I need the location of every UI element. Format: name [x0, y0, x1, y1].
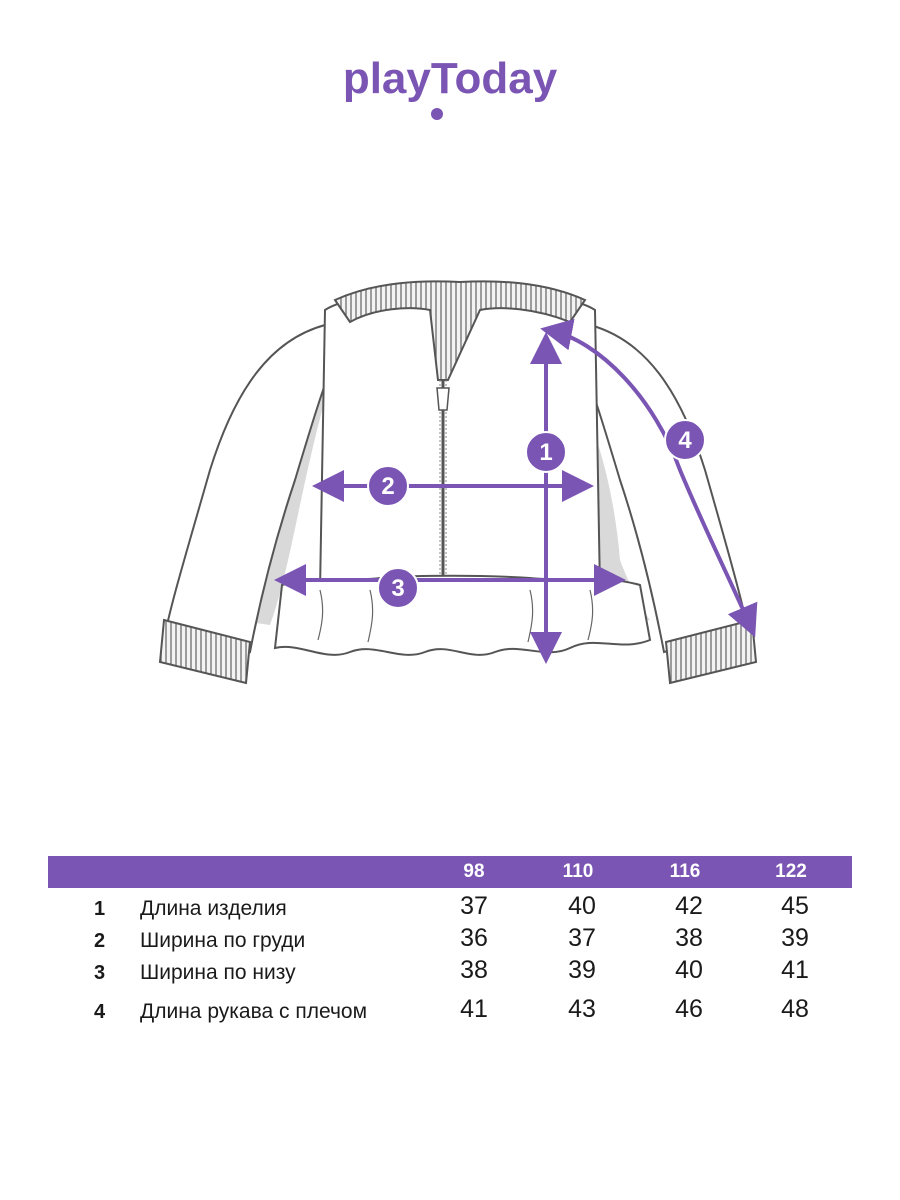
ruffle-hem [273, 574, 652, 656]
row-number: 3 [94, 962, 106, 984]
size-header-116: 116 [669, 861, 701, 882]
size-header-110: 110 [562, 861, 594, 882]
logo-dot [431, 108, 443, 120]
row-value: 36 [460, 924, 488, 952]
row-value: 45 [781, 892, 809, 920]
left-cuff [158, 618, 252, 685]
callout-2 [367, 465, 409, 507]
table-row: 1 Длина изделия 37 40 42 45 [48, 892, 852, 924]
table-header: 98 110 116 122 [48, 856, 852, 888]
logo-text: playToday [343, 54, 558, 103]
row-value: 43 [568, 995, 596, 1023]
callout-1-label: 1 [539, 439, 552, 466]
size-header-122: 122 [775, 861, 807, 882]
table-row: 4 Длина рукава с плечом 41 43 46 48 [48, 995, 852, 1027]
row-number: 1 [94, 898, 106, 920]
callout-2-label: 2 [381, 473, 394, 500]
row-value: 37 [568, 924, 596, 952]
row-label: Ширина по низу [140, 961, 296, 984]
row-value: 38 [460, 956, 488, 984]
row-value: 39 [781, 924, 809, 952]
row-label: Длина изделия [140, 897, 287, 920]
callout-3-label: 3 [391, 575, 404, 602]
row-value: 40 [568, 892, 596, 920]
measure-line-4 [540, 318, 758, 638]
size-table: 98 110 116 122 1 Длина изделия 37 40 42 … [48, 856, 852, 1023]
row-label: Длина рукава с плечом [140, 1000, 368, 1023]
row-number: 2 [94, 930, 106, 952]
row-value: 41 [460, 995, 488, 1023]
hood-collar [333, 280, 587, 381]
row-value: 46 [675, 995, 703, 1023]
size-header-98: 98 [463, 861, 485, 882]
callout-4-label: 4 [678, 427, 692, 454]
brand-logo: playToday [343, 54, 558, 120]
row-value: 38 [675, 924, 703, 952]
table-row: 2 Ширина по груди 36 37 38 39 [48, 924, 852, 956]
zipper-pull [436, 387, 450, 411]
table-row: 3 Ширина по низу 38 39 40 41 [48, 956, 852, 988]
row-value: 42 [675, 892, 703, 920]
row-value: 39 [568, 956, 596, 984]
callout-4 [664, 419, 706, 461]
row-value: 40 [675, 956, 703, 984]
row-value: 48 [781, 995, 809, 1023]
row-value: 41 [781, 956, 809, 984]
row-label: Ширина по груди [140, 929, 306, 952]
jacket-illustration: 1 2 3 4 [158, 280, 758, 685]
row-number: 4 [94, 1001, 106, 1023]
callout-3 [377, 567, 419, 609]
row-value: 37 [460, 892, 488, 920]
